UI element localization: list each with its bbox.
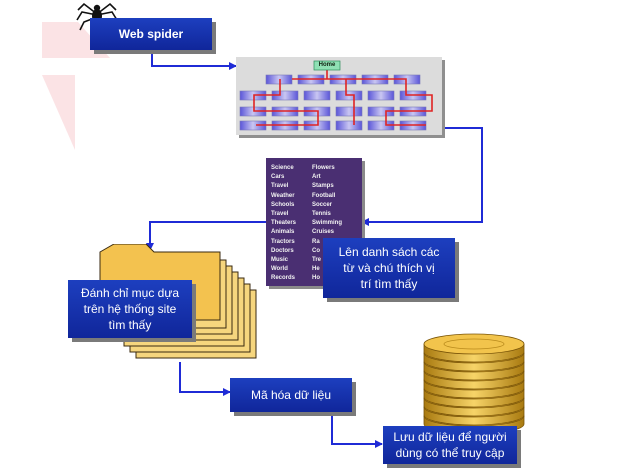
list-item: Stamps — [312, 183, 334, 190]
list-creation-line-2: từ và chú thích vị — [343, 261, 435, 275]
list-creation-box: Lên danh sách các từ và chú thích vị trí… — [323, 238, 455, 298]
list-item: Schools — [271, 201, 295, 208]
store-data-box: Lưu dữ liệu để người dùng có thể truy cậ… — [383, 426, 517, 464]
site-map-panel: Home — [236, 57, 442, 135]
arrow-encode-to-store — [331, 412, 383, 448]
arrow-spider-to-sitemap — [151, 52, 237, 70]
list-item: Music — [271, 257, 289, 264]
indexing-line-2: trên hệ thống site — [83, 302, 177, 316]
list-item: Records — [271, 275, 296, 282]
list-item: Travel — [271, 183, 289, 190]
list-item: Soccer — [312, 201, 333, 208]
list-item: Co — [312, 247, 320, 254]
list-item: Animals — [271, 229, 295, 236]
arrow-sitemap-to-list — [361, 127, 483, 226]
word-list-column-2: Flowers Art Stamps Football Soccer Tenni… — [312, 164, 358, 284]
encode-data-label: Mã hóa dữ liệu — [250, 388, 332, 402]
home-label: Home — [318, 62, 336, 68]
list-item: Cruises — [312, 229, 335, 236]
list-item: Ho — [312, 275, 320, 282]
list-item: Tennis — [312, 211, 331, 218]
list-item: Cars — [271, 174, 285, 181]
list-item: Art — [312, 174, 321, 181]
store-data-line-2: dùng có thể truy cập — [395, 446, 505, 460]
indexing-line-1: Đánh chỉ mục dựa — [80, 286, 180, 300]
list-item: Travel — [271, 211, 289, 218]
list-item: Theaters — [271, 220, 297, 227]
store-data-line-1: Lưu dữ liệu để người — [393, 430, 507, 444]
word-list-column-1: Science Cars Travel Weather Schools Trav… — [271, 164, 311, 284]
list-item: Football — [312, 192, 336, 199]
list-item: Swimming — [312, 220, 343, 227]
encode-data-box: Mã hóa dữ liệu — [230, 378, 352, 412]
list-creation-line-1: Lên danh sách các — [338, 245, 440, 259]
arrow-folder-to-encode — [179, 362, 231, 396]
list-item: He — [312, 266, 320, 273]
list-item: Science — [271, 165, 294, 171]
site-map-graphic — [239, 60, 433, 131]
list-item: Flowers — [312, 165, 335, 171]
arrow-list-to-folder — [146, 221, 266, 251]
indexing-line-3: tìm thấy — [108, 318, 152, 332]
list-item: Ra — [312, 238, 320, 245]
list-item: Doctors — [271, 247, 294, 254]
web-spider-box: Web spider — [90, 18, 212, 50]
list-item: Tre — [312, 257, 322, 264]
list-item: Weather — [271, 192, 295, 199]
data-storage-icon — [423, 333, 525, 434]
list-item: World — [271, 266, 288, 273]
indexing-box: Đánh chỉ mục dựa trên hệ thống site tìm … — [68, 280, 192, 338]
list-item: Tractors — [271, 238, 295, 245]
web-spider-label: Web spider — [118, 27, 184, 41]
list-creation-line-3: trí tìm thấy — [360, 277, 418, 291]
